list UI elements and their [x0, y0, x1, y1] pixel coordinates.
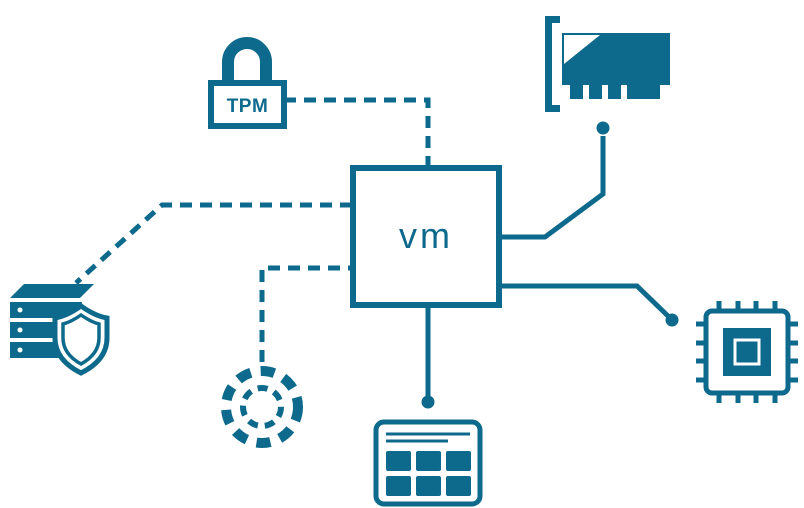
app-tile [416, 451, 441, 471]
server-led [17, 327, 23, 333]
gear-teeth-ring [221, 366, 303, 448]
vm-node: vm [350, 165, 502, 308]
cpu-die-core [733, 338, 761, 366]
gear-hub-ring [240, 385, 284, 429]
cpu-die [723, 328, 771, 376]
network-card-icon [545, 16, 670, 112]
gear-icon [221, 366, 303, 448]
card-bracket [545, 16, 552, 112]
card-pin-wide [627, 85, 660, 99]
app-tile [416, 476, 441, 496]
app-tile [386, 476, 411, 496]
connectors [74, 97, 670, 396]
connector-tpm-vm [284, 97, 431, 166]
server-led [17, 307, 23, 313]
tpm-label: TPM [227, 96, 269, 117]
card-pin [589, 85, 602, 99]
card-pin [570, 85, 583, 99]
app-grid-icon [373, 419, 483, 507]
card-bracket-top-tab [545, 16, 560, 23]
network-card-endpoint-dot [596, 121, 610, 135]
card-notch [564, 35, 600, 64]
card-bracket-bottom-tab [545, 105, 560, 112]
app-tile [446, 451, 471, 471]
app-tiles [386, 451, 471, 496]
lock-body [208, 80, 287, 129]
server-led [17, 347, 23, 353]
cpu-endpoint-dot [665, 313, 679, 327]
connector-server-vm [74, 202, 352, 285]
server-shield-icon [10, 284, 110, 376]
tpm-lock-icon: TPM [208, 37, 287, 129]
app-tile [386, 451, 411, 471]
connector-vm-network-card [500, 136, 606, 240]
app-tile [446, 476, 471, 496]
vm-label: vm [399, 215, 453, 256]
app-grid-endpoint-dot [421, 395, 435, 409]
shield-icon [52, 302, 110, 376]
server-top-face [10, 284, 94, 298]
cpu-icon [696, 301, 798, 403]
lock-shackle [222, 37, 272, 90]
shield-inner [61, 312, 101, 367]
vm-box [350, 165, 502, 308]
connector-vm-cpu [500, 283, 670, 318]
card-pin [608, 85, 621, 99]
connector-gear-vm [259, 265, 352, 362]
